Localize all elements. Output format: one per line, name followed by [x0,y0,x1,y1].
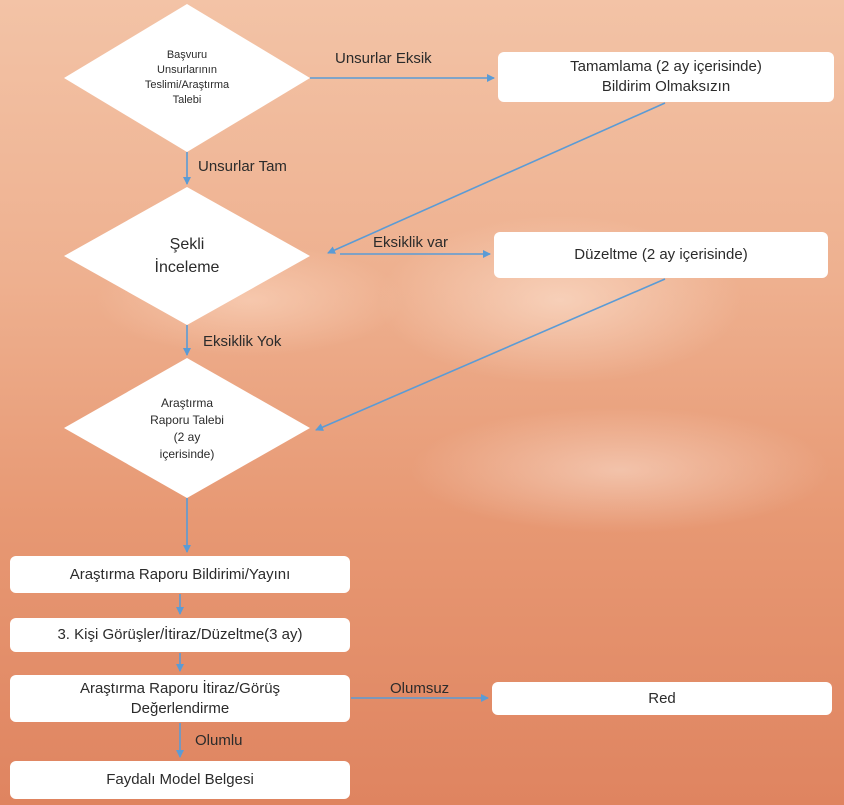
ucuncu-kisi-box: 3. Kişi Görüşler/İtiraz/Düzeltme(3 ay) [10,618,350,652]
arrow-duzeltme-return [315,278,666,431]
label-eksiklik-yok: Eksiklik Yok [203,333,282,350]
arastirma-talebi-line: Raporu Talebi [150,413,224,427]
arastirma-talebi-line: Araştırma [160,396,213,410]
basvuru-line: Teslimi/Araştırma [144,79,230,91]
belge-box: Faydalı Model Belgesi [10,761,350,799]
basvuru-text: Başvuru Unsurlarının Teslimi/Araştırma T… [112,40,262,116]
sekli-text: Şekli İnceleme [112,232,262,280]
tamamlama-line: Tamamlama (2 ay içerisinde) [570,58,762,75]
degerlendirme-line: Araştırma Raporu İtiraz/Görüş [79,679,281,697]
bildirim-box: Araştırma Raporu Bildirimi/Yayını [10,556,350,593]
sekli-line: Şekli [169,236,205,253]
basvuru-line: Unsurlarının [157,64,217,76]
decision-sekli [64,187,310,325]
arastirma-talebi-line: içerisinde) [159,447,215,461]
duzeltme-label: Düzeltme (2 ay içerisinde) [574,246,748,263]
label-olumsuz: Olumsuz [390,680,450,697]
decision-basvuru [64,4,310,152]
sekli-line: İnceleme [154,259,220,276]
basvuru-line: Talebi [172,94,202,106]
label-olumlu: Olumlu [195,732,243,749]
red-box: Red [492,682,832,715]
arrow-tamamlama-return [327,102,666,254]
label-unsurlar-tam: Unsurlar Tam [198,158,287,175]
degerlendirme-line: Değerlendirme [130,699,230,717]
bildirim-label: Araştırma Raporu Bildirimi/Yayını [69,565,291,583]
ucuncu-kisi-label: 3. Kişi Görüşler/İtiraz/Düzeltme(3 ay) [57,626,303,643]
arastirma-talebi-text: Araştırma Raporu Talebi (2 ay içerisinde… [112,392,262,466]
belge-label: Faydalı Model Belgesi [106,771,254,788]
basvuru-line: Başvuru [166,49,208,61]
duzeltme-box: Düzeltme (2 ay içerisinde) [494,232,828,278]
arastirma-talebi-line: (2 ay [173,430,201,444]
label-eksiklik-var: Eksiklik var [373,234,449,251]
tamamlama-box: Tamamlama (2 ay içerisinde) Bildirim Olm… [498,52,834,102]
degerlendirme-box: Araştırma Raporu İtiraz/Görüş Değerlendi… [10,675,350,722]
tamamlama-line: Bildirim Olmaksızın [601,78,731,95]
label-unsurlar-eksik: Unsurlar Eksik [335,50,432,67]
red-label: Red [648,689,676,707]
decision-arastirma [64,358,310,498]
